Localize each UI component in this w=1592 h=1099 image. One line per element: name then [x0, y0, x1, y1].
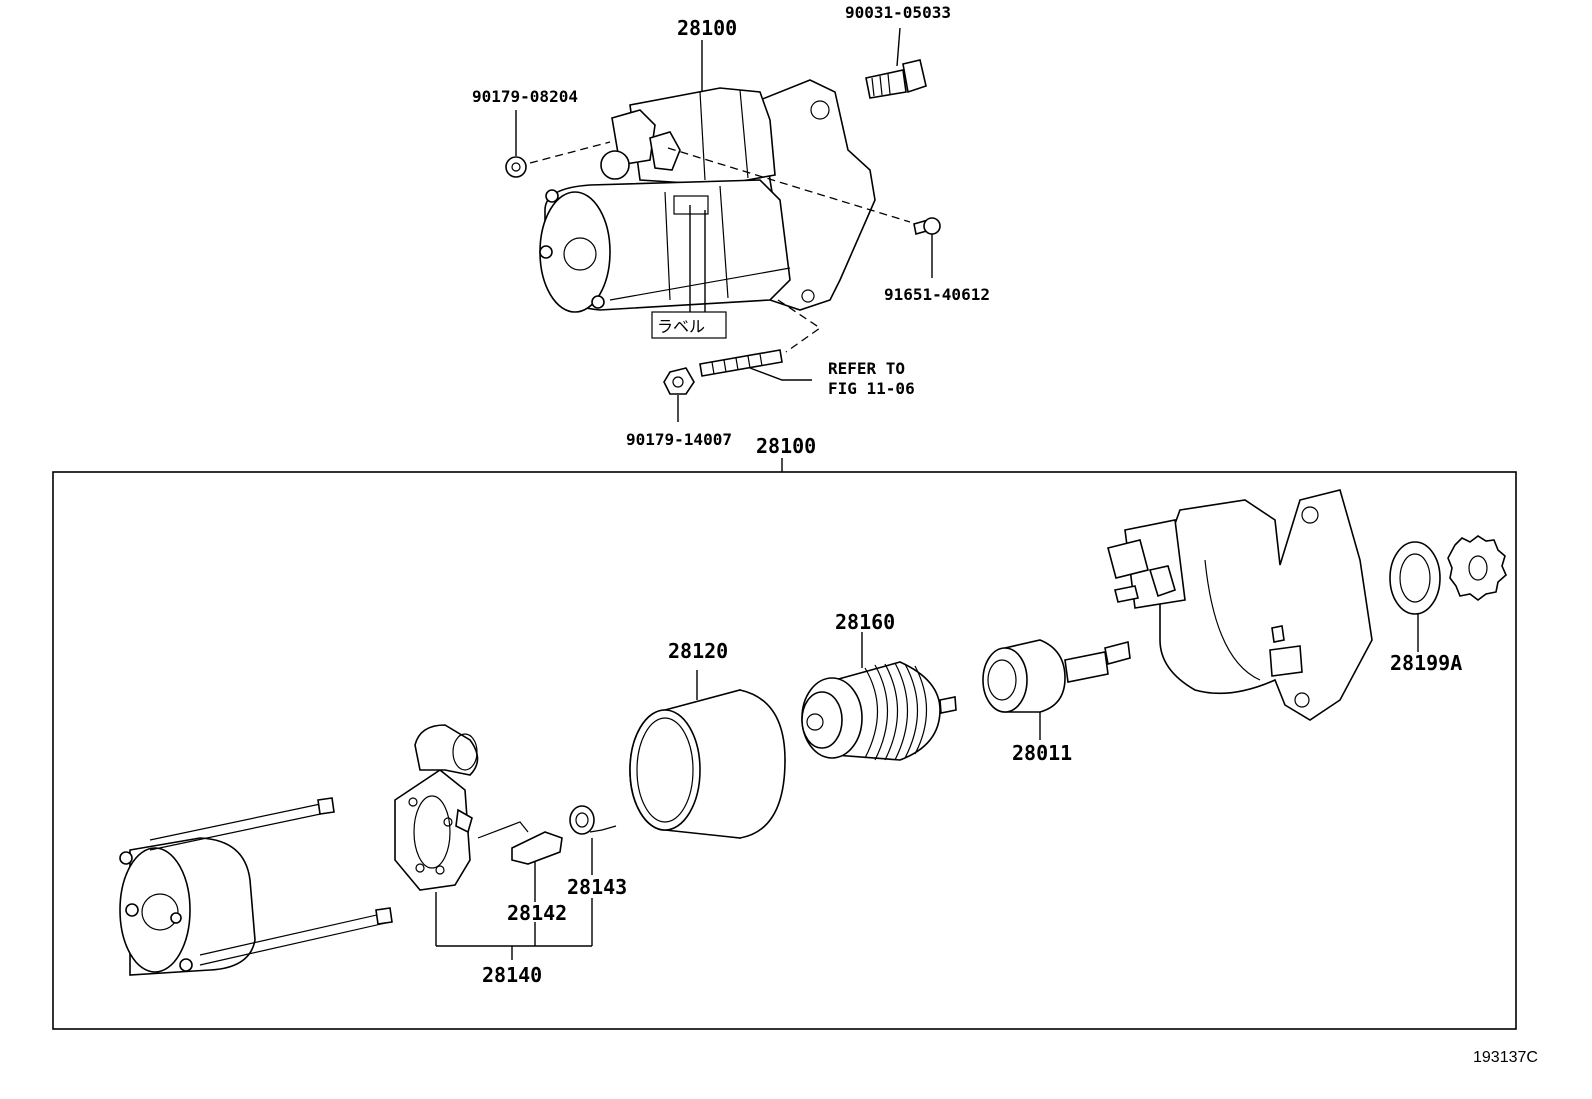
label-90031-05033: 90031-05033 [845, 3, 951, 22]
brush-holder [394, 724, 479, 946]
label-28140: 28140 [482, 963, 542, 987]
label-28120: 28120 [668, 639, 728, 663]
label-28011: 28011 [1012, 741, 1072, 765]
starter-assembly-top [539, 79, 876, 313]
screw-91651-40612 [667, 147, 941, 278]
bolt-90031-05033 [865, 27, 927, 99]
yoke-28120 [629, 670, 786, 839]
label-28160: 28160 [835, 610, 895, 634]
nut-90179-08204 [505, 110, 611, 178]
drive-housing [1107, 489, 1373, 721]
label-90179-08204: 90179-08204 [472, 87, 578, 106]
clutch-28011 [982, 639, 1131, 740]
bearing-28199A [1389, 541, 1441, 652]
brush-spring-28143 [569, 805, 617, 875]
brush-28142 [477, 821, 563, 902]
label-leader [689, 205, 706, 312]
label-91651-40612: 91651-40612 [884, 285, 990, 304]
nut-90179-14007 [663, 367, 695, 422]
label-28142: 28142 [507, 901, 567, 925]
label-28199A: 28199A [1390, 651, 1462, 675]
refer-to-text: REFER TO [828, 359, 905, 378]
exploded-view-frame [52, 471, 1517, 1030]
label-tag-text: ラベル [657, 319, 705, 336]
bracket-28140 [436, 898, 593, 960]
label-28143: 28143 [567, 875, 627, 899]
figure-code: 193137C [1473, 1049, 1538, 1066]
end-frame-assembly [119, 797, 393, 976]
label-90179-14007: 90179-14007 [626, 430, 732, 449]
label-28100-box: 28100 [756, 434, 816, 458]
label-tag-box [651, 311, 727, 339]
label-28100-top: 28100 [677, 16, 737, 40]
stud-bolt [699, 299, 822, 381]
pinion-gear [1447, 535, 1507, 601]
refer-fig-text: FIG 11-06 [828, 379, 915, 398]
armature-28160 [801, 632, 957, 761]
